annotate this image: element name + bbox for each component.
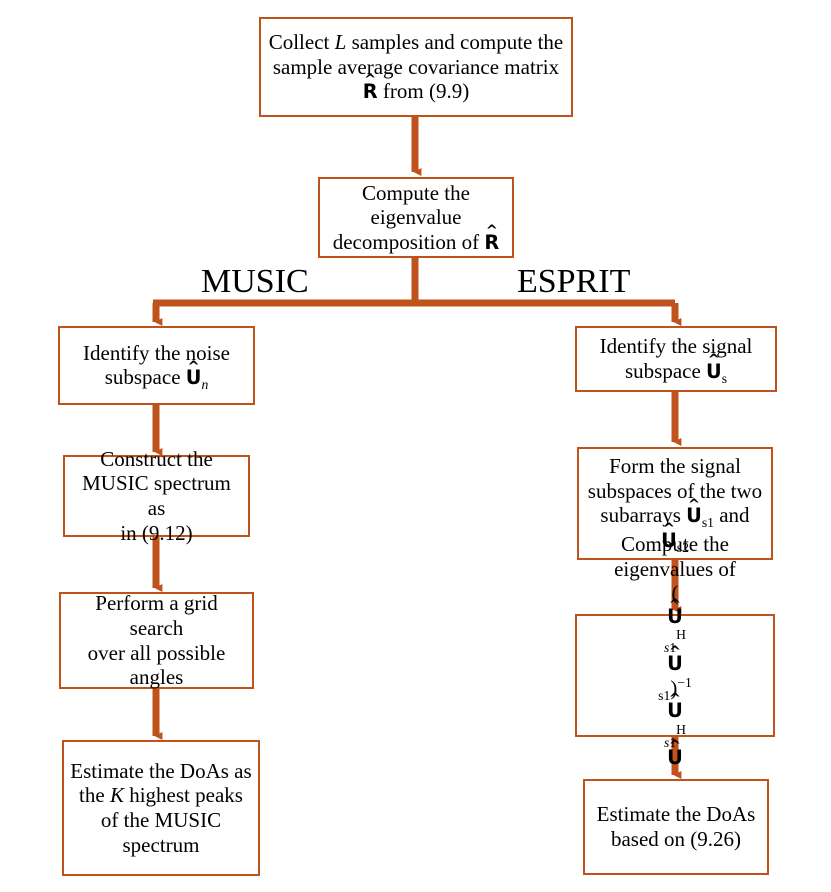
- form-signal-line1: Form the signal: [609, 454, 741, 479]
- form-signal-line2: subspaces of the two: [587, 478, 763, 503]
- collect-samples-text: Collect L samples and compute the: [268, 30, 564, 55]
- construct-music-line3: in (9.12): [120, 520, 193, 545]
- identify-noise-subspace-box: Identify the noise subspace Un: [58, 326, 255, 405]
- eigen-decomposition-box: Compute the eigenvalue decomposition of …: [318, 177, 514, 258]
- music-branch-label: MUSIC: [201, 263, 309, 300]
- estimate-music-line1: Estimate the DoAs as: [70, 758, 252, 783]
- compute-eigen-line3: (Us1HUs1)−1 Us1HUs2: [658, 581, 692, 796]
- estimate-esprit-line2: based on (9.26): [610, 827, 742, 851]
- construct-music-line2: MUSIC spectrum as: [82, 471, 231, 520]
- construct-music-line1: Construct the: [100, 446, 213, 471]
- compute-eigenvalues-box: Compute the eigenvalues of (Us1HUs1)−1 U…: [575, 532, 775, 821]
- grid-search-line2: over all possible: [87, 640, 226, 665]
- eigen-decomposition-line2: eigenvalue: [370, 205, 462, 230]
- estimate-music-line2: the K highest peaks: [79, 783, 243, 808]
- identify-signal-line2: subspace Us: [625, 359, 727, 386]
- construct-music-spectrum-box: Construct the MUSIC spectrum as in (9.12…: [63, 447, 250, 545]
- form-signal-subspaces-box: Form the signal subspaces of the two sub…: [577, 447, 773, 560]
- compute-eigen-line2: eigenvalues of: [614, 556, 736, 581]
- collect-samples-line3: R from (9.9): [363, 79, 469, 104]
- esprit-branch-label: ESPRIT: [517, 263, 631, 300]
- eigen-decomposition-line1: Compute the: [362, 180, 470, 205]
- grid-search-line3: angles: [129, 665, 184, 690]
- identify-signal-subspace-box: Identify the signal subspace Us: [575, 326, 777, 392]
- collect-samples-box: Collect L samples and compute the sample…: [259, 17, 573, 117]
- estimate-music-line3: of the MUSIC: [100, 808, 222, 832]
- identify-noise-line1: Identify the noise: [83, 340, 230, 365]
- grid-search-box: Perform a grid search over all possible …: [59, 591, 254, 690]
- estimate-doas-esprit-box: Estimate the DoAs based on (9.26): [583, 779, 769, 875]
- estimate-music-line4: spectrum: [122, 832, 200, 857]
- compute-eigen-line1: Compute the: [621, 532, 729, 557]
- estimate-doas-music-box: Estimate the DoAs as the K highest peaks…: [62, 740, 260, 876]
- collect-samples-line2: sample average covariance matrix: [272, 54, 560, 79]
- estimate-esprit-line1: Estimate the DoAs: [596, 802, 756, 827]
- eigen-decomposition-line3: decomposition of R: [333, 230, 500, 255]
- form-signal-line4: Us2: [661, 528, 689, 554]
- identify-signal-line1: Identify the signal: [599, 334, 753, 359]
- grid-search-line1: Perform a grid search: [95, 591, 218, 640]
- identify-noise-line2: subspace Un: [105, 365, 209, 392]
